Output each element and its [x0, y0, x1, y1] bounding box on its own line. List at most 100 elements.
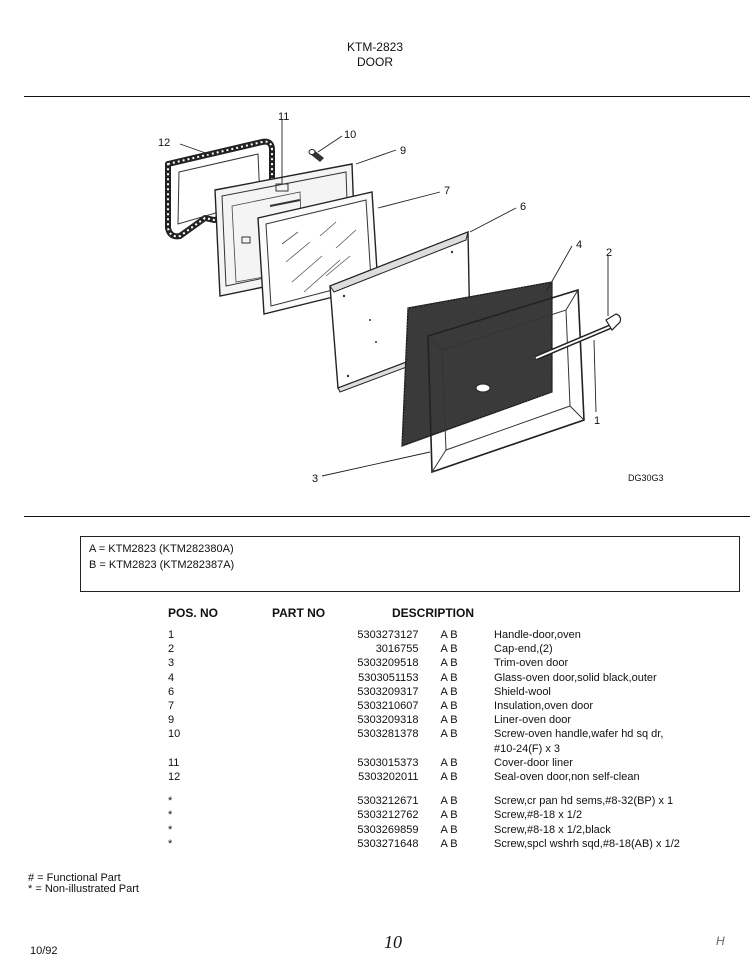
- description-cell: Shield-wool: [494, 685, 551, 698]
- description-cell: Screw,#8-18 x 1/2,black: [494, 823, 611, 836]
- models-cell: A B: [440, 837, 458, 850]
- part-number-cell: 5303015373: [357, 756, 419, 769]
- legend-non-illustrated: * = Non-illustrated Part: [28, 883, 139, 895]
- table-row: 11 5303015373 A B Cover-door liner: [160, 756, 750, 770]
- pos-cell: 10: [168, 728, 181, 741]
- table-row: * 5303212762 A B Screw,#8-18 x 1/2: [160, 808, 750, 822]
- description-cell: Liner-oven door: [494, 714, 572, 727]
- description-cell: Screw,#8-18 x 1/2: [494, 809, 583, 822]
- model-a: A = KTM2823 (KTM282380A): [89, 543, 234, 555]
- callout-4: 4: [576, 239, 582, 251]
- part-number-cell: 5303212762: [357, 809, 419, 822]
- pos-cell: 9: [168, 714, 175, 727]
- description-cell: Glass-oven door,solid black,outer: [494, 671, 657, 684]
- col-pos-header: POS. NO: [168, 606, 219, 620]
- models-cell: A B: [440, 700, 458, 713]
- part-number-cell: 5303273127: [357, 629, 419, 641]
- pos-cell: *: [168, 823, 173, 836]
- pos-cell: 6: [168, 685, 175, 698]
- table-row: 10 5303281378 A B Screw-oven handle,wafer h…: [160, 727, 750, 741]
- models-cell: A B: [440, 657, 458, 670]
- models-cell: A B: [440, 756, 458, 769]
- part-4-outer-glass: [401, 281, 553, 447]
- part-number-cell: 5303210607: [357, 700, 419, 713]
- part-number-cell: 5303209318: [357, 714, 419, 727]
- models-cell: A B: [440, 643, 458, 656]
- callout-7: 7: [444, 185, 450, 197]
- pos-cell: 3: [168, 657, 175, 670]
- description-cell: Insulation,oven door: [494, 700, 594, 713]
- part-number-cell: 5303051153: [358, 671, 419, 684]
- model-legend-box: A = KTM2823 (KTM282380A) B = KTM2823 (KT…: [80, 536, 740, 592]
- pos-cell: *: [168, 795, 173, 808]
- description-cell: Screw,spcl wshrh sqd,#8-18(AB) x 1/2: [494, 837, 680, 850]
- table-row-continuation: #10-24(F) x 3: [160, 742, 750, 756]
- pos-cell: 4: [168, 671, 175, 684]
- description-cell: Handle-door,oven: [494, 629, 581, 641]
- pos-cell: *: [168, 809, 173, 822]
- part-number-cell: 5303209317: [357, 685, 419, 698]
- models-cell: A B: [440, 771, 458, 784]
- description-cell: Cap-end,(2): [494, 643, 553, 656]
- part-number-cell: 5303202011: [358, 771, 419, 784]
- part-number-cell: 5303209518: [357, 657, 419, 670]
- part-number-cell: 5303271648: [357, 837, 419, 850]
- callout-11: 11: [278, 111, 289, 123]
- callout-12: 12: [158, 137, 170, 149]
- models-cell: A B: [440, 685, 458, 698]
- diagram-code: DG30G3: [628, 473, 664, 483]
- table-row: 4 5303051153 A B Glass-oven door,solid blac…: [160, 671, 750, 685]
- table-row: 1 5303273127 A B Handle-door,oven: [160, 628, 750, 642]
- part-1-handle: [535, 313, 622, 361]
- description-cell: #10-24(F) x 3: [494, 742, 561, 755]
- row-spacer: [160, 784, 750, 794]
- table-row: 6 5303209317 A B Shield-wool: [160, 685, 750, 699]
- part-10-screw: [308, 149, 324, 162]
- callout-6: 6: [520, 201, 526, 213]
- callout-10: 10: [344, 129, 356, 141]
- description-cell: Cover-door liner: [494, 756, 573, 769]
- pos-cell: 7: [168, 700, 175, 713]
- pos-cell: 2: [168, 643, 175, 656]
- table-row: 7 5303210607 A B Insulation,oven door: [160, 699, 750, 713]
- legend-functional: # = Functional Part: [28, 872, 121, 884]
- models-cell: A B: [440, 728, 458, 741]
- models-cell: A B: [440, 671, 458, 684]
- models-cell: A B: [440, 823, 458, 836]
- pos-cell: *: [168, 837, 173, 850]
- section-title: DOOR: [357, 55, 393, 69]
- table-row: * 5303271648 A B Screw,spcl wshrh sqd,#8-18…: [160, 837, 750, 851]
- parts-table: 1 5303273127 A B Handle-door,oven 2 3016755 A …: [160, 628, 750, 851]
- exploded-door-diagram: 12 11 10 9 7 6 4 2 1 3 DG30G3: [158, 111, 664, 485]
- col-part-header: PART NO: [272, 606, 326, 620]
- description-cell: Trim-oven door: [494, 657, 569, 670]
- table-row: * 5303212671 A B Screw,cr pan hd sems,#8-32…: [160, 794, 750, 808]
- top-rule: [24, 96, 750, 97]
- table-row: 3 5303209518 A B Trim-oven door: [160, 656, 750, 670]
- callout-1: 1: [594, 415, 600, 427]
- models-cell: A B: [440, 629, 458, 641]
- models-cell: A B: [440, 714, 458, 727]
- models-cell: A B: [440, 795, 458, 808]
- callout-9: 9: [400, 145, 406, 157]
- models-cell: A B: [440, 809, 458, 822]
- part-number-cell: 5303212671: [357, 795, 419, 808]
- pos-cell: 11: [168, 756, 180, 769]
- description-cell: Seal-oven door,non self-clean: [494, 771, 640, 784]
- corner-mark: H: [716, 934, 725, 948]
- model-b: B = KTM2823 (KTM282387A): [89, 559, 235, 571]
- callout-2: 2: [606, 247, 612, 259]
- description-cell: Screw-oven handle,wafer hd sq dr,: [494, 728, 664, 741]
- middle-rule: [24, 516, 750, 517]
- col-desc-header: DESCRIPTION: [392, 606, 475, 620]
- part-3-trim: [427, 288, 585, 474]
- description-cell: Screw,cr pan hd sems,#8-32(BP) x 1: [494, 795, 674, 808]
- part-number-cell: 3016755: [375, 643, 419, 656]
- table-row: 9 5303209318 A B Liner-oven door: [160, 713, 750, 727]
- part-number-cell: 5303281378: [357, 728, 419, 741]
- page-number: 10: [384, 932, 402, 952]
- table-row: 2 3016755 A B Cap-end,(2): [160, 642, 750, 656]
- pos-cell: 1: [168, 629, 175, 641]
